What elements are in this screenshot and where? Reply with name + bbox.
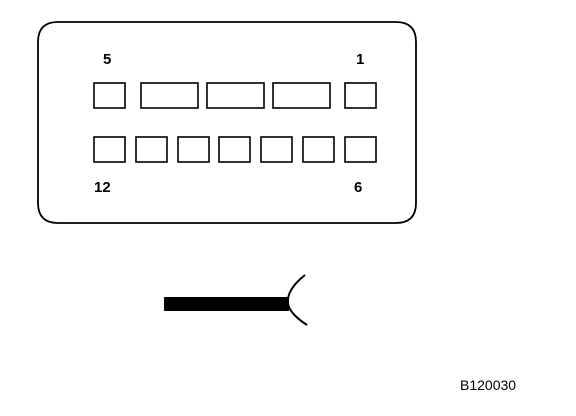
cavity-11 <box>135 136 168 163</box>
cavity-9 <box>218 136 251 163</box>
pin-label-bottom-left: 12 <box>94 179 111 196</box>
pin-label-bottom-right: 6 <box>354 179 362 196</box>
cavity-4 <box>140 82 199 109</box>
cavity-1 <box>344 82 377 109</box>
cavity-row-top <box>93 82 377 109</box>
connector-outline <box>37 21 417 224</box>
cavity-6 <box>344 136 377 163</box>
pin-label-top-right: 1 <box>356 51 364 68</box>
harness-bar <box>164 297 289 311</box>
cavity-3 <box>206 82 265 109</box>
pin-label-top-left: 5 <box>103 51 111 68</box>
cavity-5 <box>93 82 126 109</box>
cavity-7 <box>302 136 335 163</box>
cavity-12 <box>93 136 126 163</box>
reference-code: B120030 <box>460 377 516 393</box>
cavity-2 <box>272 82 331 109</box>
wire-harness-icon <box>164 274 308 326</box>
cavity-row-bottom <box>93 136 377 163</box>
harness-end-bracket <box>286 274 308 326</box>
cavity-8 <box>260 136 293 163</box>
cavity-10 <box>177 136 210 163</box>
